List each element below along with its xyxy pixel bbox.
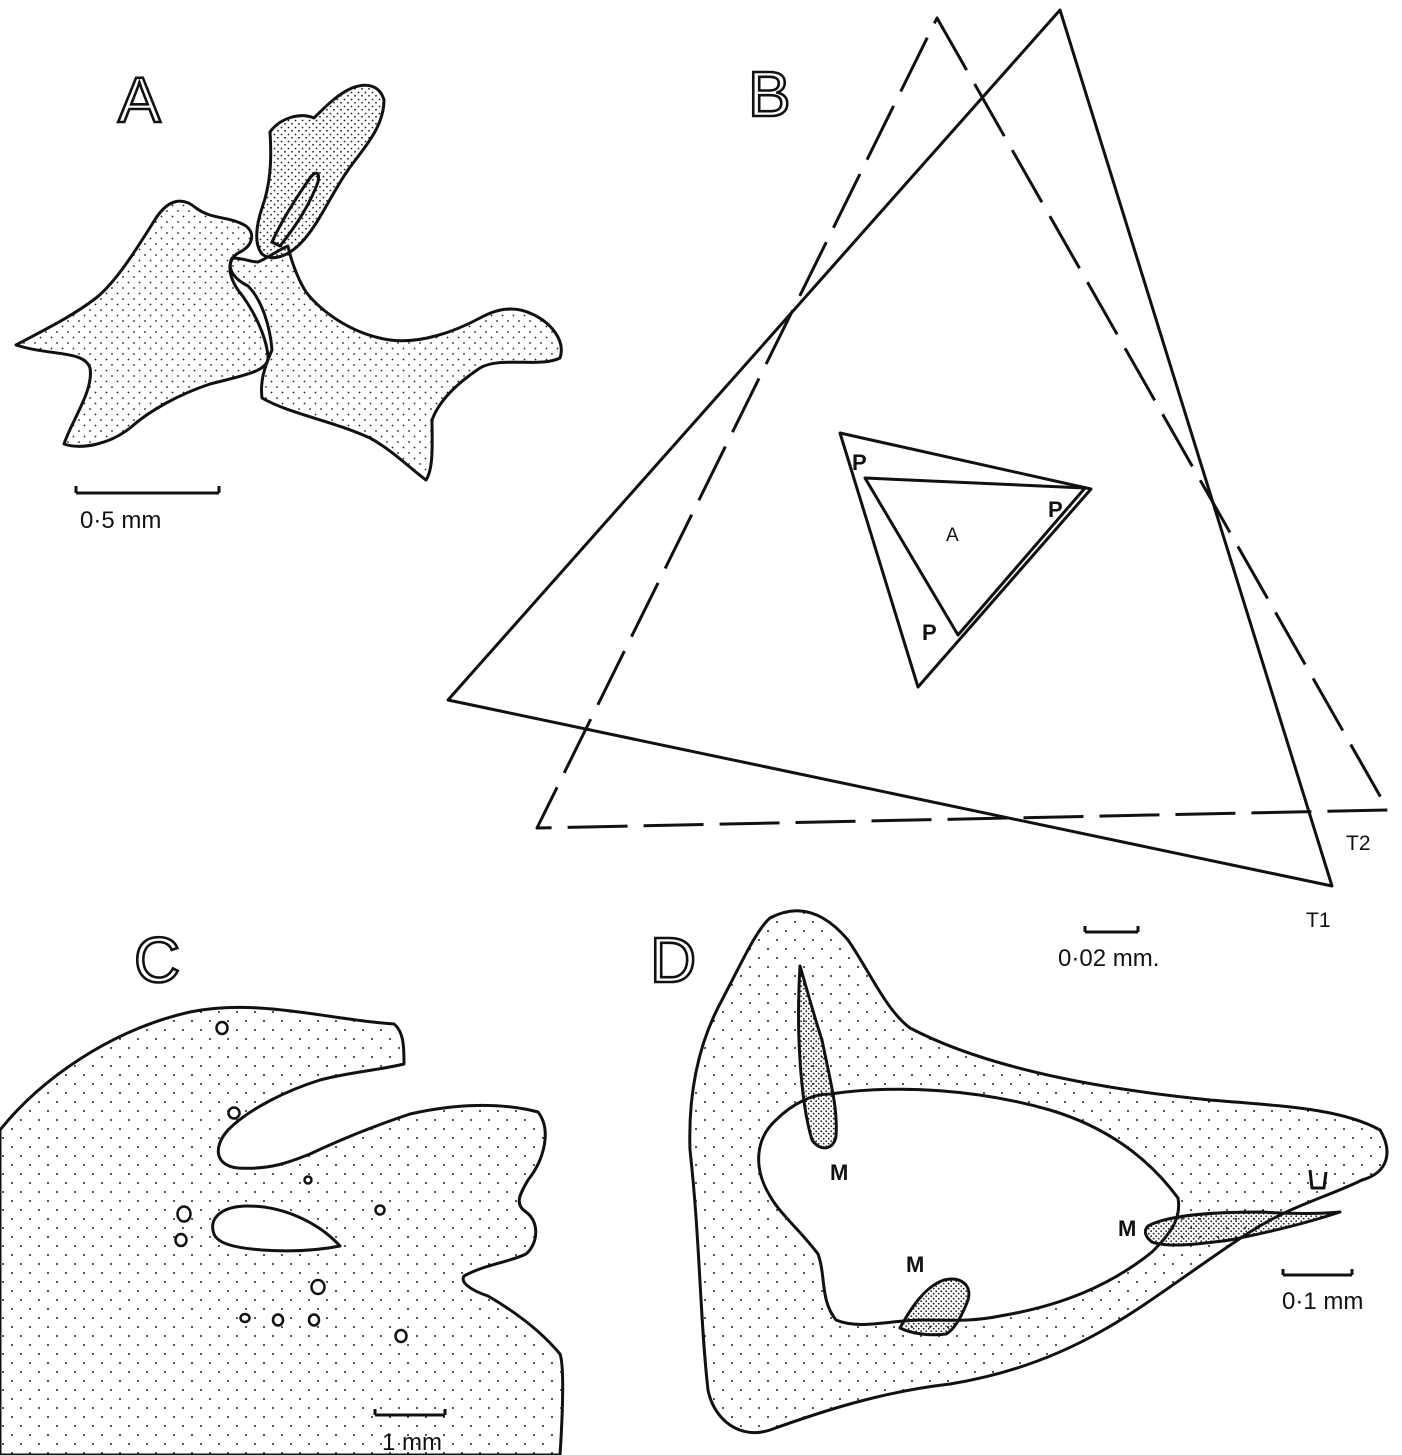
panel-b-label-p-bottom: P [922, 620, 937, 645]
panel-b-scale-label: 0·02 mm. [1058, 945, 1159, 972]
panel-b-triangle-t1 [448, 10, 1332, 886]
panel-d-marker-right [1145, 1212, 1340, 1245]
panel-a-left-bone [16, 201, 268, 446]
panel-b-label-t1: T1 [1306, 909, 1331, 932]
panel-b-inner-outer-triangle [840, 433, 1091, 687]
panel-d-label-m-right: M [1118, 1216, 1136, 1241]
panel-b-label-p-top: P [852, 450, 867, 475]
panel-c-letter: C [134, 924, 180, 996]
panel-c: C 1 mm [0, 924, 563, 1455]
panel-d-label-m-top: M [830, 1160, 848, 1185]
panel-d-wall [690, 911, 1387, 1433]
panel-b-label-t2: T2 [1346, 832, 1371, 855]
panel-a-right-bone [230, 246, 561, 480]
panel-b-triangle-t2 [537, 18, 1388, 828]
panel-d-scale-label: 0·1 mm [1282, 1288, 1363, 1315]
panel-b-label-p-right: P [1048, 497, 1063, 522]
panel-b: B P P P A T1 T2 0·02 mm. [448, 10, 1388, 972]
panel-a: A 0·5 mm [16, 64, 561, 534]
panel-a-scale-label: 0·5 mm [80, 507, 161, 534]
panel-c-scale-label: 1 mm [382, 1429, 442, 1455]
panel-b-label-a: A [946, 525, 959, 546]
panel-a-letter: A [118, 64, 161, 136]
panel-d-label-m-bottom: M [906, 1252, 924, 1277]
panel-d-letter: D [650, 924, 696, 996]
panel-b-letter: B [748, 58, 791, 130]
panel-d: D M M M 0·1 mm [650, 911, 1387, 1433]
